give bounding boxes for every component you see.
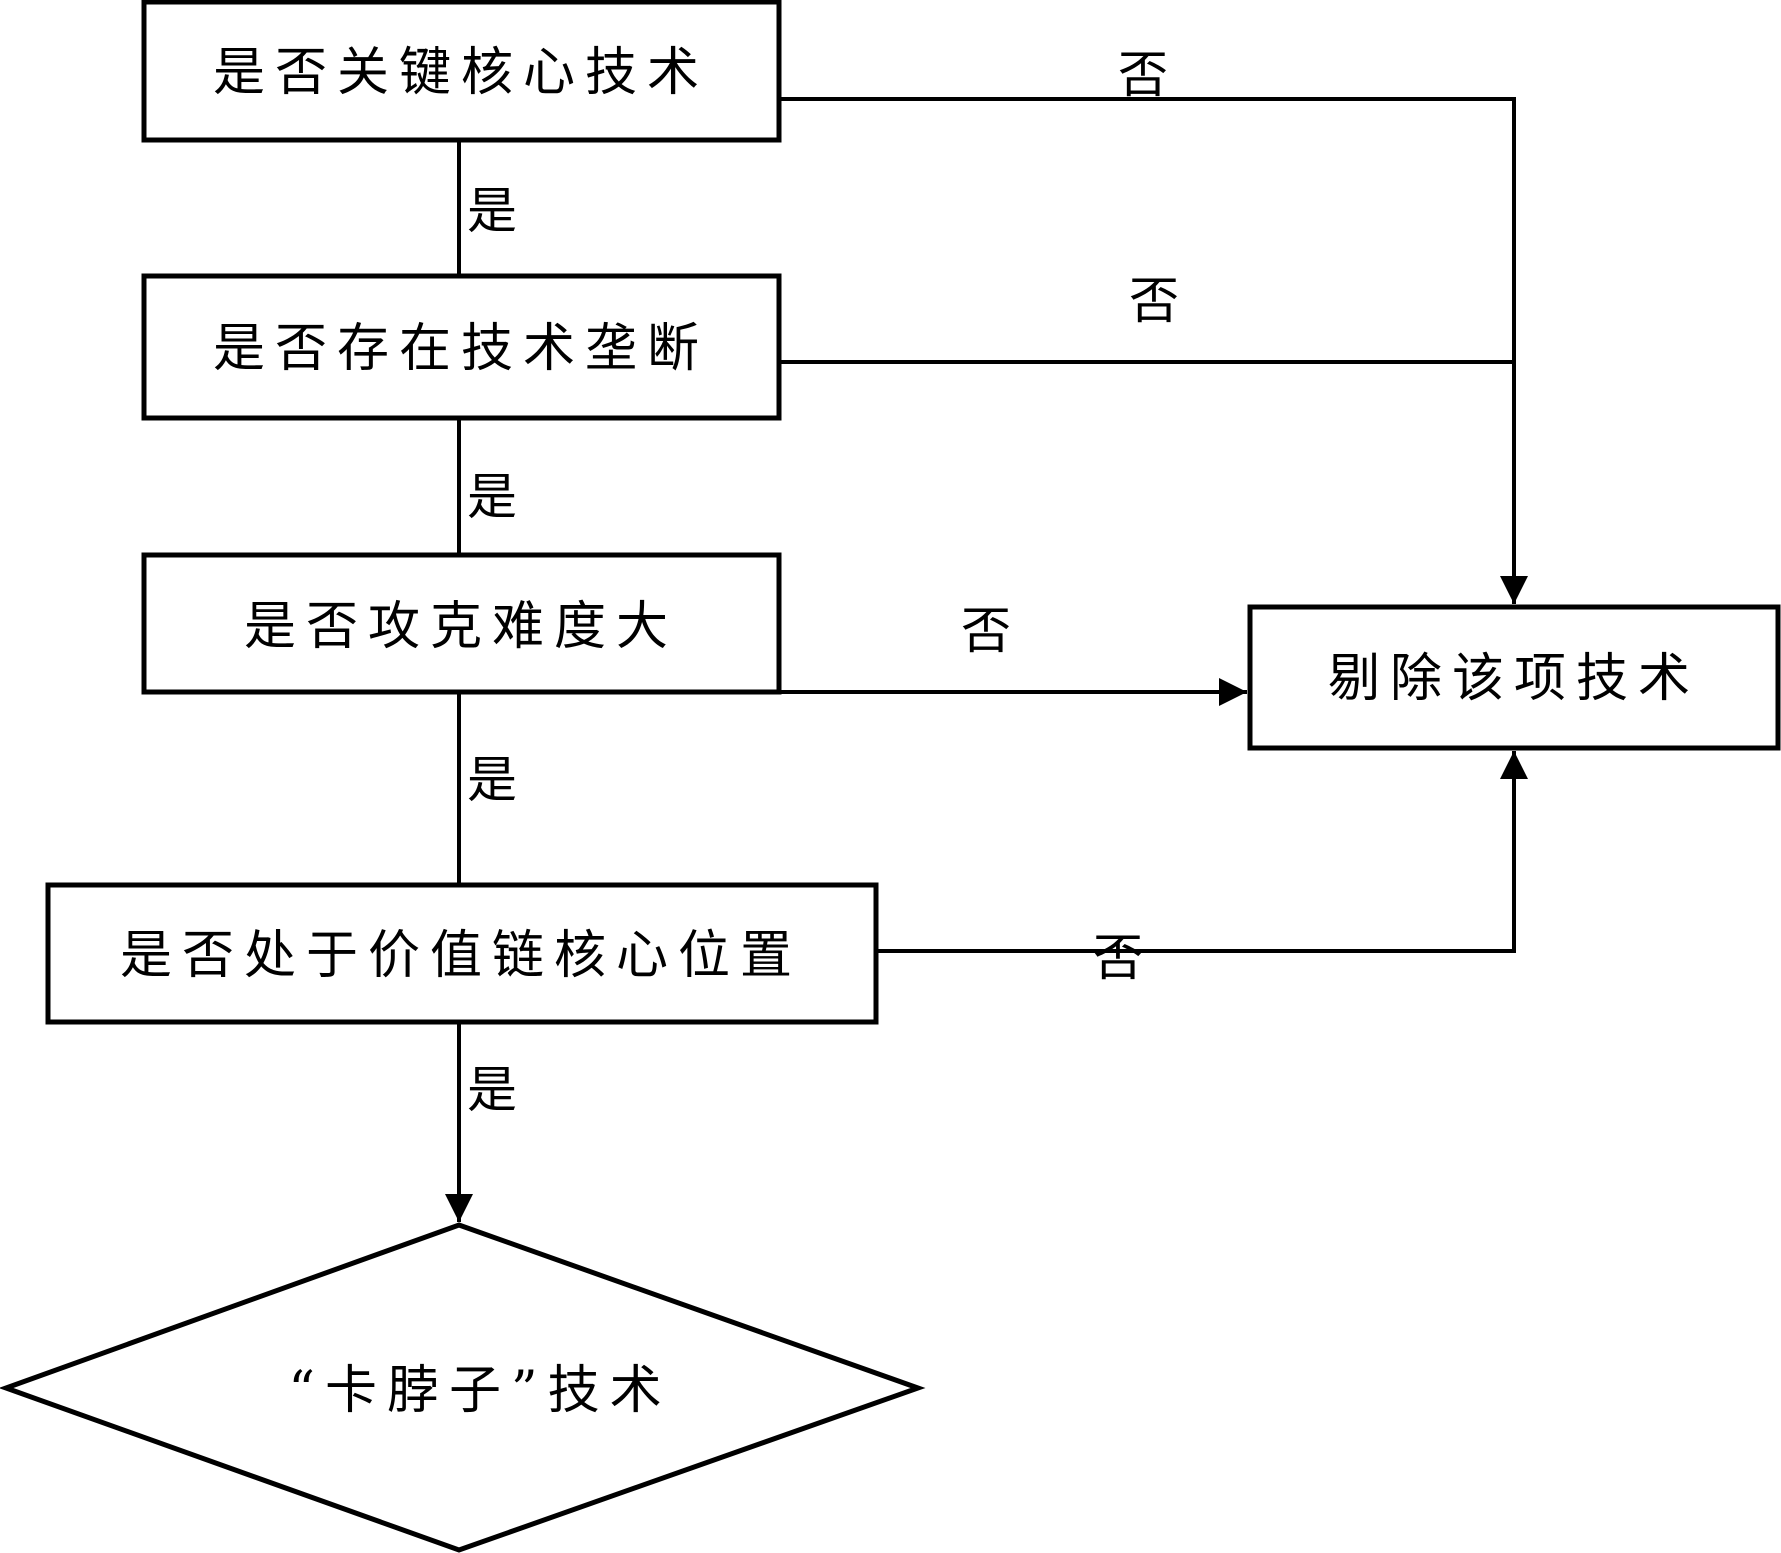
node-q1-label: 是否关键核心技术	[213, 43, 709, 103]
node-result: “卡脖子”技术	[0, 1222, 926, 1553]
edge-label-no-3: 否	[961, 602, 1011, 660]
node-q2: 是否存在技术垄断	[141, 273, 782, 421]
node-q4: 是否处于价值链核心位置	[45, 882, 879, 1025]
node-reject: 剔除该项技术	[1247, 604, 1781, 751]
edge-label-no-1: 否	[1118, 46, 1168, 104]
edge-label-yes-2: 是	[467, 468, 517, 526]
node-q3: 是否攻克难度大	[141, 552, 782, 695]
edge-label-no-2: 否	[1129, 272, 1179, 330]
edge-q1-reject	[779, 97, 1528, 604]
edge-q4-reject	[876, 751, 1528, 953]
edge-label-no-4: 否	[1093, 929, 1143, 987]
edge-label-yes-3: 是	[467, 751, 517, 809]
node-reject-label: 剔除该项技术	[1328, 649, 1700, 709]
node-q3-label: 是否攻克难度大	[244, 597, 678, 657]
node-q1: 是否关键核心技术	[141, 0, 782, 143]
node-q2-label: 是否存在技术垄断	[213, 319, 709, 379]
edge-label-yes-4: 是	[467, 1061, 517, 1119]
edge-label-yes-1: 是	[467, 182, 517, 240]
node-q4-label: 是否处于价值链核心位置	[120, 926, 802, 986]
node-result-label: “卡脖子”技术	[288, 1361, 671, 1421]
